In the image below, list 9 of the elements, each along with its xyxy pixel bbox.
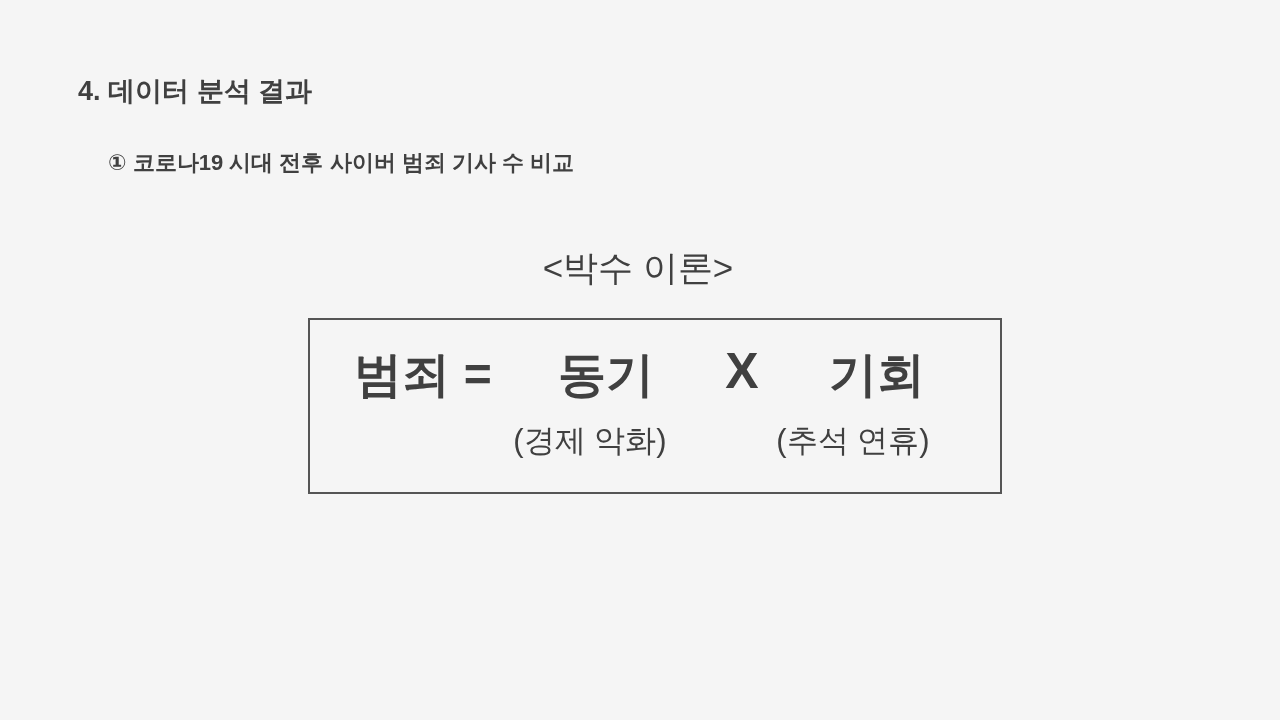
multiply-sign: X: [725, 343, 759, 401]
formula-term: 기회: [829, 347, 925, 403]
equation-text: 범죄 =: [354, 347, 492, 403]
slide-title: 4. 데이터 분석 결과: [78, 76, 313, 108]
term-note: (추석 연휴): [776, 423, 930, 459]
formula-term: 동기: [558, 347, 654, 403]
box-heading: <박수 이론>: [542, 248, 734, 289]
section-heading: ① 코로나19 시대 전후 사이버 범죄 기사 수 비교: [108, 150, 574, 176]
term-note: (경제 악화): [513, 423, 667, 459]
